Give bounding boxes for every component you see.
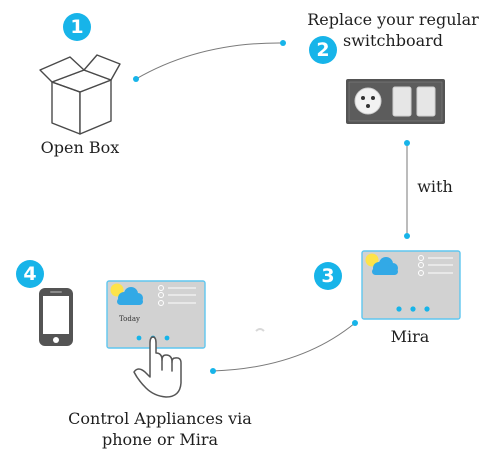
step-badge-1: 1 bbox=[63, 13, 91, 41]
switch-1 bbox=[392, 86, 412, 117]
weather-label: Today bbox=[119, 315, 140, 323]
box-icon bbox=[39, 54, 121, 135]
cloud-icon bbox=[372, 257, 398, 275]
step-2-caption-line1: Replace your regular bbox=[307, 10, 479, 29]
cloud-icon bbox=[117, 287, 143, 305]
mira-panel-small-icon: Today bbox=[106, 280, 206, 349]
step-badge-2: 2 bbox=[309, 36, 337, 64]
connector-label-with: with bbox=[417, 177, 453, 196]
pointing-hand-icon bbox=[133, 336, 182, 398]
step-badge-4: 4 bbox=[16, 260, 44, 288]
connector-lines bbox=[135, 42, 408, 372]
socket-icon bbox=[354, 87, 382, 115]
step-3-caption: Mira bbox=[390, 327, 430, 346]
mira-panel-icon bbox=[361, 250, 461, 320]
connector-dots bbox=[133, 40, 410, 374]
step-4-caption: Control Appliances via phone or Mira bbox=[45, 408, 275, 450]
step-2-caption: Replace your regular switchboard bbox=[303, 9, 483, 51]
step-2-caption-line2: switchboard bbox=[342, 31, 444, 50]
sun-icon bbox=[365, 253, 379, 267]
smartphone-icon bbox=[39, 288, 73, 346]
step-4-caption-line2: phone or Mira bbox=[101, 430, 219, 449]
switch-2 bbox=[416, 86, 436, 117]
step-1-caption: Open Box bbox=[40, 138, 120, 157]
step-badge-3: 3 bbox=[314, 262, 342, 290]
switchboard-icon bbox=[346, 79, 445, 124]
sun-icon bbox=[110, 283, 124, 297]
step-4-caption-line1: Control Appliances via bbox=[68, 409, 252, 428]
connector-1-2 bbox=[135, 42, 284, 80]
connector-3-4 bbox=[212, 322, 356, 372]
